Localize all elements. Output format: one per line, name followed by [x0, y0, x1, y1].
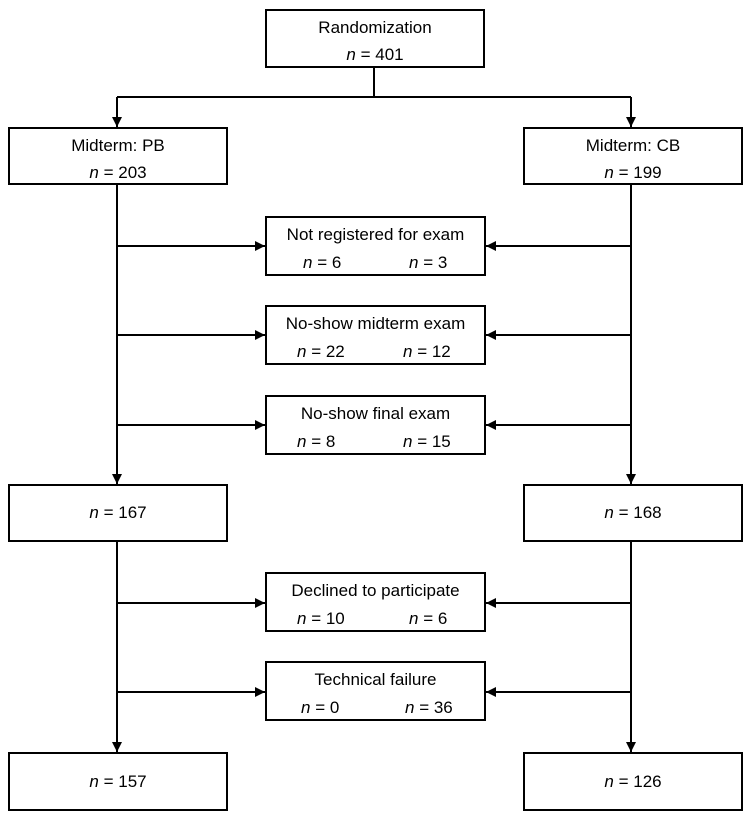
n-symbol: n — [301, 698, 311, 717]
n-symbol: n — [297, 342, 307, 361]
not-registered-pb-count: = 6 — [317, 253, 342, 272]
after-exam-cb-box: n = 168 — [523, 484, 743, 542]
declined-pb-count: = 10 — [311, 609, 345, 628]
n-symbol: n — [604, 771, 614, 791]
midterm-cb-title: Midterm: CB — [585, 136, 681, 155]
noshow-midterm-box: No-show midterm exam n = 22 n = 12 — [265, 305, 486, 365]
after-exam-pb-count: = 167 — [103, 503, 147, 522]
n-symbol: n — [604, 503, 614, 522]
midterm-pb-box: Midterm: PB n = 203 — [8, 127, 228, 185]
after-exam-pb-box: n = 167 — [8, 484, 228, 542]
declined-title: Declined to participate — [291, 581, 460, 600]
n-symbol: n — [303, 253, 313, 272]
technical-failure-title: Technical failure — [314, 670, 437, 689]
final-pb-count: = 157 — [103, 771, 147, 791]
final-cb-count: = 126 — [618, 771, 662, 791]
not-registered-cb-count: = 3 — [423, 253, 448, 272]
n-symbol: n — [409, 609, 419, 628]
after-exam-cb-count: = 168 — [618, 503, 662, 522]
n-symbol: n — [346, 45, 356, 64]
noshow-midterm-title: No-show midterm exam — [285, 314, 466, 333]
final-pb-box: n = 157 — [8, 752, 228, 811]
midterm-pb-title: Midterm: PB — [71, 136, 165, 155]
n-symbol: n — [297, 609, 307, 628]
randomization-box: Randomization n = 401 — [265, 9, 485, 68]
declined-box: Declined to participate n = 10 n = 6 — [265, 572, 486, 632]
randomization-count: = 401 — [360, 45, 404, 64]
final-cb-box: n = 126 — [523, 752, 743, 811]
n-symbol: n — [403, 432, 413, 451]
technical-failure-cb-count: = 36 — [419, 698, 453, 717]
n-symbol: n — [89, 163, 99, 182]
noshow-final-pb-count: = 8 — [311, 432, 336, 451]
not-registered-title: Not registered for exam — [286, 225, 465, 244]
midterm-cb-box: Midterm: CB n = 199 — [523, 127, 743, 185]
midterm-cb-count: = 199 — [618, 163, 662, 182]
midterm-pb-count: = 203 — [103, 163, 147, 182]
n-symbol: n — [405, 698, 415, 717]
randomization-title: Randomization — [318, 18, 432, 37]
n-symbol: n — [89, 503, 99, 522]
n-symbol: n — [403, 342, 413, 361]
declined-cb-count: = 6 — [423, 609, 448, 628]
n-symbol: n — [409, 253, 419, 272]
noshow-final-cb-count: = 15 — [417, 432, 451, 451]
technical-failure-box: Technical failure n = 0 n = 36 — [265, 661, 486, 721]
not-registered-box: Not registered for exam n = 6 n = 3 — [265, 216, 486, 276]
noshow-midterm-cb-count: = 12 — [417, 342, 451, 361]
n-symbol: n — [297, 432, 307, 451]
n-symbol: n — [89, 771, 99, 791]
n-symbol: n — [604, 163, 614, 182]
technical-failure-pb-count: = 0 — [315, 698, 340, 717]
noshow-final-box: No-show final exam n = 8 n = 15 — [265, 395, 486, 455]
noshow-final-title: No-show final exam — [300, 404, 451, 423]
noshow-midterm-pb-count: = 22 — [311, 342, 345, 361]
